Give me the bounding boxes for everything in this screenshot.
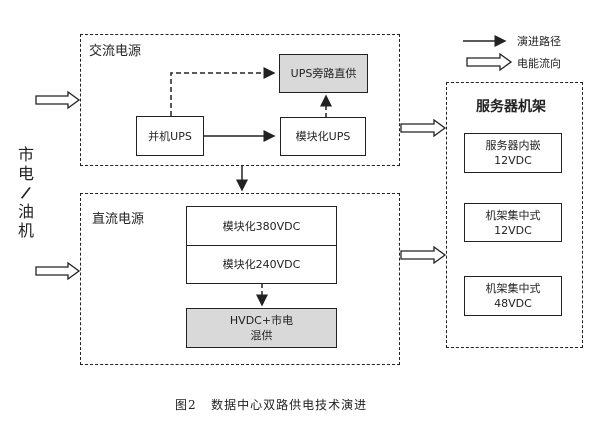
ups-bypass-box: UPS旁路直供	[279, 54, 368, 93]
server-embedded-12vdc-box: 服务器内嵌 12VDC	[464, 133, 562, 173]
modular-ups-box: 模块化UPS	[280, 117, 366, 156]
rack-12-line1: 机架集中式	[485, 208, 541, 222]
hvdc-mix-box: HVDC+市电 混供	[186, 308, 337, 348]
dc-input-arrow	[35, 261, 81, 281]
hvdc-mix-line1: HVDC+市电	[229, 314, 294, 327]
source-char: 电	[17, 164, 34, 183]
ac-output-arrow	[400, 118, 447, 138]
source-char: 市	[17, 145, 34, 164]
hvdc-mix-line2: 混供	[250, 329, 273, 342]
dc-group-title: 直流电源	[92, 212, 145, 227]
rack-central-48vdc-box: 机架集中式 48VDC	[464, 276, 562, 316]
figure-caption: 图2 数据中心双路供电技术演进	[175, 398, 368, 412]
modular-380vdc-box: 模块化380VDC	[186, 206, 337, 246]
rack-48-line2: 48VDC	[494, 297, 532, 310]
ac-group-title: 交流电源	[89, 44, 142, 59]
dc-power-group	[80, 193, 400, 365]
server-embedded-line2: 12VDC	[494, 154, 532, 167]
legend-flow-arrow	[466, 52, 513, 72]
parallel-ups-box: 并机UPS	[136, 116, 204, 156]
ac-power-group	[80, 34, 400, 166]
source-label: 市 电 / 油 机	[16, 145, 36, 240]
rack-48-line1: 机架集中式	[485, 282, 541, 295]
rack-group-title: 服务器机架	[476, 99, 546, 115]
source-char: 机	[17, 221, 34, 240]
legend-energy-flow-label: 电能流向	[517, 57, 561, 70]
rack-central-12vdc-box: 机架集中式 12VDC	[464, 203, 562, 242]
legend-evolution-path-label: 演进路径	[517, 35, 561, 48]
modular-240vdc-box: 模块化240VDC	[186, 245, 337, 284]
dc-output-arrow	[400, 245, 447, 265]
server-rack-group	[446, 82, 583, 348]
ac-input-arrow	[35, 90, 81, 110]
source-char: 油	[17, 202, 34, 221]
bypass-dashed-path	[170, 67, 276, 116]
server-embedded-line1: 服务器内嵌	[485, 139, 541, 152]
rack-12-line2: 12VDC	[494, 223, 532, 237]
